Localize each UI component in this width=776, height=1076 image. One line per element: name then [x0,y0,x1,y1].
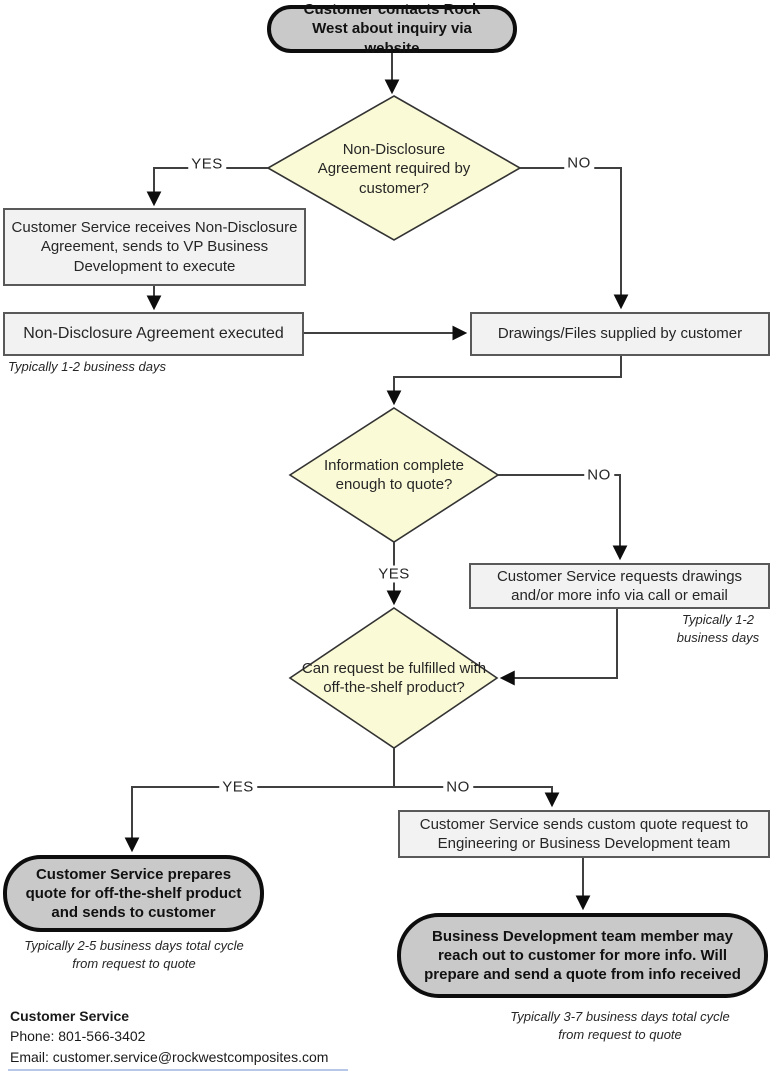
branch-label-info-yes: YES [375,565,413,583]
branch-label-nda-no: NO [564,154,594,172]
arrow-drawings-to-info-decision [386,356,622,406]
annotation-offshelf-days-line2: from request to quote [72,955,196,971]
offshelf-quote-terminal-node: Customer Service prepares quote for off-… [3,855,264,932]
annotation-request-days: Typically 1-2 business days [662,611,774,646]
start-terminal-node: Customer contacts Rock West about inquir… [267,1,517,57]
nda-receive-label: Customer Service receives Non-Disclosure… [11,219,298,275]
branch-label-nda-yes: YES [188,155,226,173]
start-terminal-label: Customer contacts Rock West about inquir… [303,1,481,57]
contact-block: Customer Service Phone: 801-566-3402 Ema… [10,1006,328,1067]
contact-phone: Phone: 801-566-3402 [10,1028,146,1045]
contact-heading: Customer Service [10,1008,130,1024]
arrow-shelf-yes [124,748,395,853]
offshelf-quote-label: Customer Service prepares quote for off-… [25,865,242,922]
contact-email: Email: customer.service@rockwestcomposit… [10,1048,329,1065]
annotation-request-days-line2: business days [676,629,760,645]
decision-info-label: Information complete enough to quote? [323,456,465,494]
nda-receive-process-node: Customer Service receives Non-Disclosure… [3,208,306,286]
branch-label-info-no: NO [584,466,614,484]
branch-label-shelf-no: NO [443,778,473,796]
arrow-nda-yes [146,167,268,207]
request-info-label: Customer Service requests drawings and/o… [496,567,743,604]
arrow-nda-no [520,167,629,310]
footer-blue-line [8,1069,348,1071]
annotation-request-days-line1: Typically 1-2 [681,612,754,627]
bd-quote-label: Business Development team member may rea… [424,927,741,984]
annotation-custom-days-line2: from request to quote [558,1026,682,1042]
annotation-nda-days: Typically 1-2 business days [8,359,166,374]
arrow-info-no [498,474,628,561]
decision-shapes [266,95,522,749]
branch-label-shelf-yes: YES [219,778,257,796]
drawings-supplied-process-node: Drawings/Files supplied by customer [470,312,770,356]
annotation-custom-days-line1: Typically 3-7 business days total cycle [510,1009,730,1024]
arrow-shelf-no [394,786,560,808]
bd-quote-terminal-node: Business Development team member may rea… [397,913,768,998]
nda-executed-process-node: Non-Disclosure Agreement executed [3,312,304,356]
annotation-offshelf-days: Typically 2-5 business days total cycle … [5,937,263,972]
annotation-custom-days: Typically 3-7 business days total cycle … [470,1008,770,1043]
custom-quote-label: Customer Service sends custom quote requ… [419,815,749,852]
request-info-process-node: Customer Service requests drawings and/o… [469,563,770,609]
arrow-request-to-shelf-decision [499,609,618,686]
drawings-supplied-label: Drawings/Files supplied by customer [497,325,743,343]
custom-quote-process-node: Customer Service sends custom quote requ… [398,810,770,858]
decision-nda-diamond [266,95,522,241]
annotation-offshelf-days-line1: Typically 2-5 business days total cycle [24,938,244,953]
decision-shelf-label: Can request be fulfilled with off-the-sh… [301,659,487,697]
nda-executed-label: Non-Disclosure Agreement executed [23,324,284,342]
decision-nda-label: Non-Disclosure Agreement required by cus… [317,140,471,197]
